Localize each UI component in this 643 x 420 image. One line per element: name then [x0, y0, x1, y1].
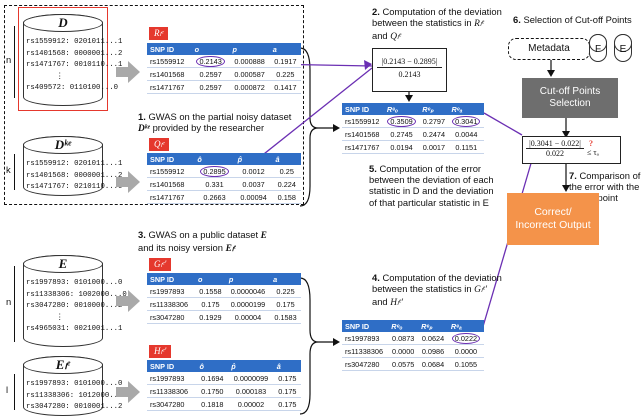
- link-rd-to-err: [483, 112, 523, 136]
- highlight-rd-a: 0.3041: [452, 115, 481, 127]
- dim-n2: n: [6, 296, 12, 307]
- researcher-data-group: [4, 5, 304, 205]
- highlight-r-o: 0.2143: [196, 55, 225, 67]
- dataset-el-rows: rs1997893: 0101000...0 rs11338306: 10120…: [26, 380, 127, 411]
- cutoff-selection-box: Cut-off Points Selection: [522, 78, 618, 118]
- highlight-re-a: 0.0222: [451, 332, 481, 344]
- cylinder-e-small: E: [613, 33, 633, 62]
- highlight-rd-o: 0.3509: [387, 115, 416, 127]
- step1-label: 1. GWAS on the partial noisy dataset Dᵏᵉ…: [138, 111, 292, 135]
- formula-err-den: 0.022: [546, 149, 564, 158]
- cylinder-f: F: [588, 33, 608, 62]
- arrow-el-to-h: [116, 381, 140, 403]
- output-box: Correct/ Incorrect Output: [507, 193, 599, 245]
- dim-n1-arrow: [14, 26, 15, 98]
- dataset-e-rows: rs1997893: 0101000...0 rs11338306: 10020…: [26, 279, 127, 333]
- dim-l: l: [6, 384, 9, 395]
- dataset-d-highlight: [18, 7, 108, 111]
- arrow-d-to-r: [116, 61, 140, 83]
- dim-k: k: [6, 164, 11, 175]
- formula-deviation: |0.2143 − 0.2895| 0.2143: [372, 48, 447, 92]
- formula-err-rhs: ≤ τₐ: [587, 148, 599, 157]
- arrow-dk-to-q: [116, 171, 140, 193]
- step2-label: 2. Computation of the deviation between …: [372, 6, 502, 43]
- link-re-to-err: [481, 159, 533, 331]
- dim-n1: n: [6, 54, 12, 65]
- formula-arrowhead: [364, 60, 372, 70]
- step3-label: 3. GWAS on a public dataset E and its no…: [138, 229, 267, 255]
- dataset-d-title: D: [58, 15, 68, 30]
- dataset-d-rows: rs1559912: 0201011...1 rs1401568: 000000…: [26, 38, 123, 92]
- formula-dev-den: 0.2143: [398, 70, 421, 79]
- dim-l-arrow: [14, 374, 15, 410]
- tag-r: Rₗᵉ: [149, 27, 169, 40]
- arrow-e-to-g: [116, 290, 140, 312]
- dataset-e-title: E: [58, 256, 68, 271]
- dataset-el-title: Eₗᵉ: [55, 357, 71, 372]
- metadata-label: Metadata: [528, 43, 570, 54]
- formula-err-num: |0.3041 − 0.022|: [526, 139, 584, 149]
- dataset-dk-title: Dᵏᵉ: [54, 137, 72, 152]
- dim-k-arrow: [14, 154, 15, 190]
- tag-h: Hₗᵉ': [149, 345, 172, 358]
- step5-label: 5. Computation of the error between the …: [369, 163, 494, 208]
- metadata-box: Metadata: [508, 38, 590, 60]
- tag-q: Qₗᵉ: [149, 138, 170, 151]
- dataset-d-cylinder: D rs1559912: 0201011...1 rs1401568: 0000…: [22, 13, 123, 106]
- dataset-el-cylinder: Eₗᵉ rs1997893: 0101000...0 rs11338306: 1…: [22, 355, 127, 416]
- highlight-q-o: 0.2895: [200, 165, 229, 177]
- formula-error: |0.3041 − 0.022| 0.022 ? ≤ τₐ: [522, 136, 621, 164]
- brace-bottom: [299, 277, 319, 415]
- dataset-dk-cylinder: Dᵏᵉ rs1559912: 0201011...1 rs1401568: 00…: [22, 135, 123, 196]
- dim-n2-arrow: [14, 266, 15, 342]
- tag-g: Gₗᵉ': [149, 258, 172, 271]
- dataset-e-cylinder: E rs1997893: 0101000...0 rs11338306: 100…: [22, 254, 127, 347]
- formula-err-cmp: ?: [589, 139, 593, 148]
- formula-dev-num: |0.2143 − 0.2895|: [377, 57, 442, 68]
- step6-label: 6. Selection of Cut-off Points: [513, 14, 632, 25]
- dataset-dk-rows: rs1559912: 0201011...1 rs1401568: 000000…: [26, 160, 123, 191]
- step4-label: 4. Computation of the deviation between …: [372, 272, 502, 309]
